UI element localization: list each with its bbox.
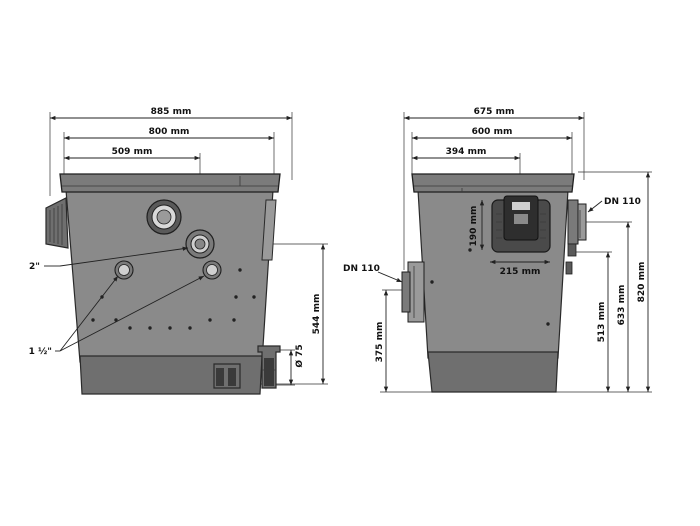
label-dn110-right: DN 110 bbox=[604, 197, 641, 207]
drain-fittings bbox=[213, 345, 281, 389]
right-pipe bbox=[565, 199, 587, 275]
front-dimensions: 885 mm 800 mm 509 mm 544 mm Ø 75 bbox=[50, 107, 326, 385]
label-2-inch: 2" bbox=[29, 262, 40, 272]
left-pipe bbox=[401, 261, 425, 323]
left-box-ribs bbox=[49, 204, 63, 245]
dim-800: 800 mm bbox=[149, 127, 190, 137]
dim-394: 394 mm bbox=[446, 147, 487, 157]
dim-513: 513 mm bbox=[597, 302, 607, 343]
side-dimensions: 675 mm 600 mm 394 mm 190 mm 215 mm 375 m… bbox=[375, 107, 651, 392]
dim-820: 820 mm bbox=[637, 262, 647, 303]
dim-600: 600 mm bbox=[472, 127, 513, 137]
front-view: 885 mm 800 mm 509 mm 544 mm Ø 75 2" 1 ½" bbox=[29, 107, 328, 395]
dim-544: 544 mm bbox=[312, 294, 322, 335]
side-body bbox=[401, 173, 587, 393]
pump-unit bbox=[491, 195, 551, 253]
label-1-5-inch: 1 ½" bbox=[29, 346, 52, 357]
dim-190: 190 mm bbox=[469, 206, 479, 247]
side-view: 675 mm 600 mm 394 mm 190 mm 215 mm 375 m… bbox=[343, 107, 652, 393]
dim-509: 509 mm bbox=[112, 147, 153, 157]
front-labels: 2" 1 ½" bbox=[29, 246, 205, 357]
dim-633: 633 mm bbox=[617, 285, 627, 326]
side-labels: DN 110 DN 110 bbox=[343, 197, 641, 283]
dim-675: 675 mm bbox=[474, 107, 515, 117]
dim-885: 885 mm bbox=[151, 107, 192, 117]
label-dn110-left: DN 110 bbox=[343, 264, 380, 274]
front-body bbox=[45, 173, 281, 395]
front-bolt-dots bbox=[91, 268, 256, 330]
dim-diameter-75: Ø 75 bbox=[294, 344, 305, 367]
dim-375: 375 mm bbox=[375, 322, 385, 363]
dim-215: 215 mm bbox=[500, 267, 541, 277]
